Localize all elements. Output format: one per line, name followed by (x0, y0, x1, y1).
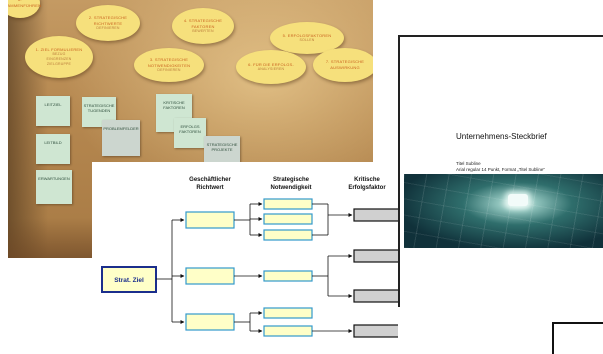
oval-line: ZIELGRUPPE (46, 62, 72, 67)
oval-title: 4. STRATEGISCHE FAKTOREN (183, 17, 223, 29)
photo-oval-2: 2. STRATEGISCHE RICHTWERTE DEFINIEREN (76, 5, 140, 41)
oval-title: 8. ZUSAMMENFÜHREN (8, 0, 42, 8)
diagram-canvas: Geschäftlicher Richtwert Strategische No… (101, 177, 398, 338)
header-notwendigkeit-2: Notwendigkeit (270, 185, 311, 191)
photo-oval-7: 7. STRATEGISCHE AUSWIRKUNG (313, 48, 373, 82)
photo-card-1: LEITZIEL (36, 96, 70, 126)
richtwert-box-2 (185, 267, 235, 285)
oval-title: 2. STRATEGISCHE RICHTWERTE (88, 14, 128, 26)
oval-line: BEZUG (52, 52, 66, 57)
oval-line: DEFINIEREN (157, 68, 181, 73)
erfolgsfaktor-box-3 (353, 289, 398, 303)
oval-line: ANALYSIEREN (257, 67, 285, 72)
erfolgsfaktor-box-1 (353, 208, 398, 222)
slide-frame-corner (552, 322, 603, 354)
notwendigkeit-connectors (312, 203, 353, 333)
photo-oval-3: 3. STRATEGISCHE NOTWENDIGKEITEN DEFINIER… (134, 48, 204, 82)
richtwert-box-1 (185, 211, 235, 229)
photo-oval-8: 8. ZUSAMMENFÜHREN (8, 0, 42, 18)
notwendigkeit-box-5 (263, 307, 313, 319)
header-erfolgsfaktor-1: Kritische (354, 177, 380, 183)
goal-connectors (156, 218, 185, 324)
goal-label: Strat. Ziel (114, 277, 144, 284)
puzzle-missing-piece (508, 194, 528, 206)
slide-subtitle-format: Arial regular 14 Punkt, Format „Titel Su… (456, 167, 545, 172)
notwendigkeit-box-6 (263, 325, 313, 337)
photo-oval-6: 6. FÜR DIE ERFOLGS- ANALYSIEREN (236, 50, 306, 84)
oval-line: EINGRENZEN (46, 57, 72, 62)
slide-subtitle-line: Titel Subline (456, 161, 481, 166)
oval-title: 3. STRATEGISCHE NOTWENDIGKEITEN (147, 56, 191, 68)
erfolgsfaktor-box-4 (353, 324, 398, 338)
header-richtwert-1: Geschäftlicher (189, 177, 231, 183)
oval-line: SOLLEN (299, 38, 315, 43)
photo-card-3: PROBLEMFELDER (102, 120, 140, 156)
presentation-slide: Unternehmens-Steckbrief Titel Subline Ar… (398, 35, 603, 307)
notwendigkeit-box-3 (263, 229, 313, 241)
notwendigkeit-box-4 (263, 270, 313, 282)
erfolgsfaktor-box-2 (353, 249, 398, 263)
oval-title: 6. FÜR DIE ERFOLGS- (248, 61, 294, 67)
richtwert-box-3 (185, 313, 235, 331)
photo-card-7: ERWARTUNGEN (36, 170, 72, 204)
puzzle-image (404, 174, 603, 248)
photo-card-5: ERFOLGS FAKTOREN (174, 118, 206, 148)
oval-title: 1. ZIEL FORMULIEREN (35, 46, 83, 52)
header-richtwert-2: Richtwert (196, 185, 223, 191)
oval-title: 5. ERFOLGSFAKTOREN (282, 32, 332, 38)
notwendigkeit-box-2 (263, 213, 313, 225)
oval-line: BEWERTEN (192, 29, 214, 34)
oval-line: DEFINIEREN (96, 26, 120, 31)
notwendigkeit-box-1 (263, 198, 313, 210)
photo-card-6: LEITBILD (36, 134, 70, 164)
puzzle-grid (404, 174, 603, 248)
richtwert-connectors (234, 202, 263, 333)
goal-box (101, 266, 157, 293)
strategy-tree-diagram: Geschäftlicher Richtwert Strategische No… (92, 162, 398, 347)
photo-oval-1: 1. ZIEL FORMULIEREN BEZUG EINGRENZEN ZIE… (25, 36, 93, 78)
oval-title: 7. STRATEGISCHE AUSWIRKUNG (325, 59, 365, 70)
slide-title: Unternehmens-Steckbrief (456, 132, 547, 141)
header-notwendigkeit-1: Strategische (273, 177, 310, 183)
header-erfolgsfaktor-2: Erfolgsfaktor (348, 185, 386, 191)
photo-oval-4: 4. STRATEGISCHE FAKTOREN BEWERTEN (172, 8, 234, 44)
